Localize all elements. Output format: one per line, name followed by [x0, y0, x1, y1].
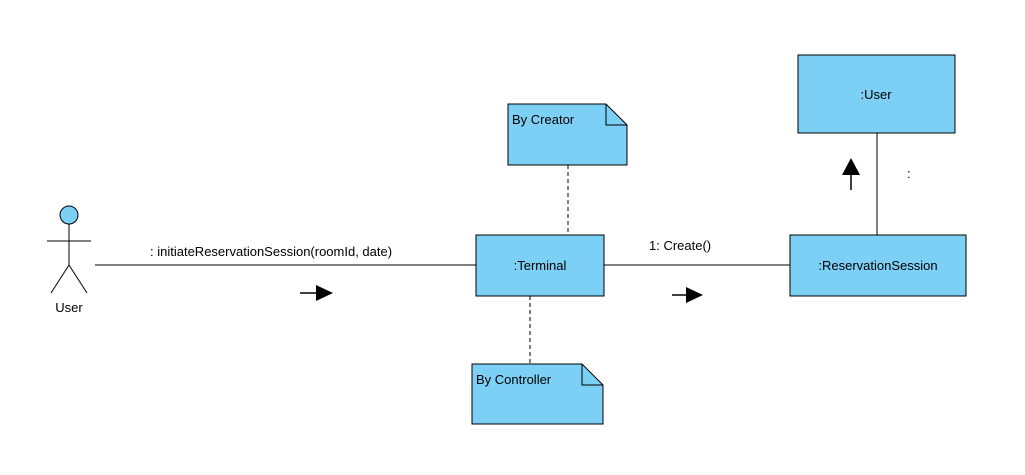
actor-label: User: [55, 300, 83, 315]
object-reservation-session-label: :ReservationSession: [818, 258, 937, 273]
object-user[interactable]: :User: [797, 54, 956, 134]
object-terminal-box: [475, 234, 605, 297]
actor-left-leg: [50, 264, 70, 294]
message-initiate-label: : initiateReservationSession(roomId, dat…: [150, 244, 392, 259]
object-reservation-session[interactable]: :ReservationSession: [789, 234, 967, 297]
message-session-to-user-label: :: [907, 166, 911, 181]
note-by-controller-label: By Controller: [476, 372, 552, 387]
note-by-controller[interactable]: By Controller: [471, 363, 604, 425]
actor-right-leg: [68, 264, 88, 294]
object-reservation-session-box: [789, 234, 967, 297]
object-terminal-label: :Terminal: [514, 258, 567, 273]
note-by-controller-fold: [581, 364, 603, 386]
object-user-box: [797, 54, 956, 134]
note-by-creator-fold: [605, 104, 627, 126]
note-by-controller-shape: [471, 363, 604, 425]
actor-user[interactable]: User: [47, 205, 91, 315]
note-by-creator[interactable]: By Creator: [507, 103, 628, 166]
object-user-label: :User: [860, 87, 892, 102]
note-by-creator-label: By Creator: [512, 112, 575, 127]
message-session-to-user-arrow-icon: [842, 158, 860, 190]
message-create-arrow-icon: [672, 287, 703, 303]
message-create-label: 1: Create(): [649, 238, 711, 253]
note-by-creator-shape: [507, 103, 628, 166]
actor-head: [59, 205, 79, 225]
object-terminal[interactable]: :Terminal: [475, 234, 605, 297]
message-initiate-arrow-icon: [300, 285, 333, 301]
